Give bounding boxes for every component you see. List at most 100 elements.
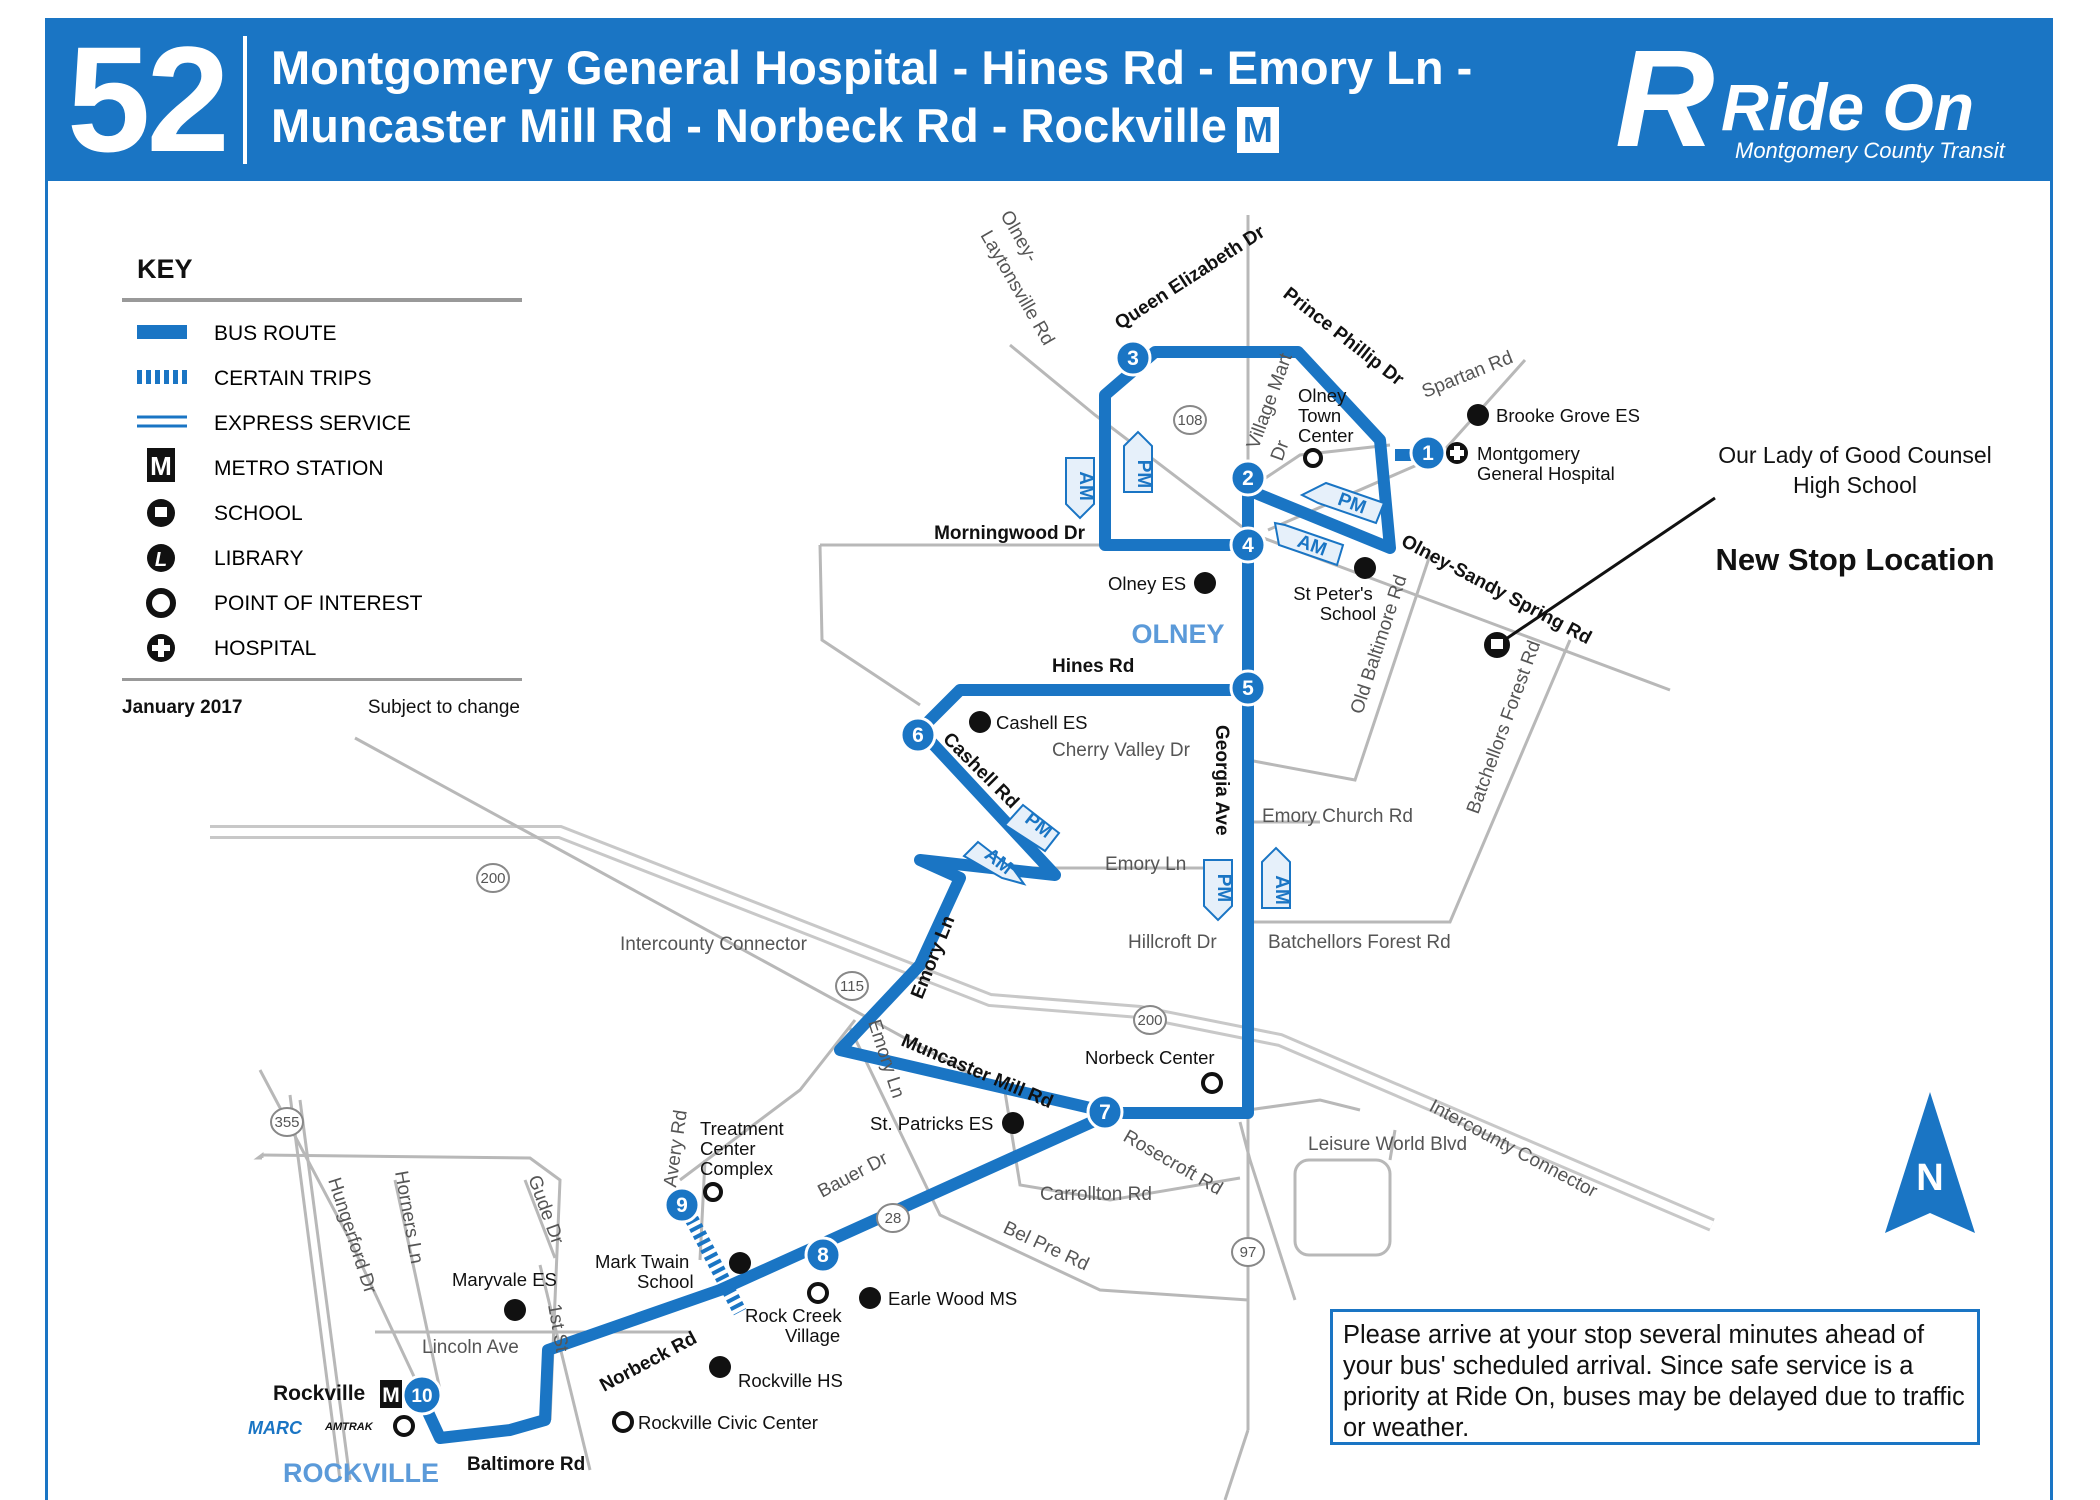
school-icon [1354,557,1376,579]
bus-route-line [414,346,1432,1444]
svg-text:PM: PM [1133,460,1154,489]
point-of-interest-icon [146,588,176,618]
svg-text:School: School [1320,603,1377,624]
svg-text:1: 1 [1422,442,1434,465]
map-key: KEY BUS ROUTE CERTAIN TRIPS EXPRESS SERV… [122,254,522,718]
shield-97: 97 [1231,1237,1265,1267]
svg-text:Village Mart: Village Mart [1243,350,1297,452]
arrival-notice: Please arrive at your stop several minut… [1330,1309,1980,1445]
svg-text:M: M [150,451,172,481]
svg-text:108: 108 [1177,412,1202,429]
svg-text:Village: Village [785,1325,840,1346]
key-title: KEY [137,254,193,284]
svg-text:200: 200 [1137,1012,1162,1029]
stop-4[interactable]: 4 [1229,526,1267,564]
stop-5[interactable]: 5 [1229,669,1267,707]
school-icon [1467,404,1489,426]
svg-text:Spartan Rd: Spartan Rd [1419,347,1516,402]
svg-text:Cherry Valley Dr: Cherry Valley Dr [1052,740,1191,761]
shield-108: 108 [1173,405,1207,435]
stop-7[interactable]: 7 [1086,1093,1124,1131]
svg-text:Morningwood Dr: Morningwood Dr [934,523,1086,544]
point-of-interest-icon [1303,448,1323,468]
svg-text:Rockville: Rockville [273,1382,365,1405]
stop-2[interactable]: 2 [1229,459,1267,497]
school-icon [729,1252,751,1274]
stop-9[interactable]: 9 [663,1186,701,1224]
olney-label: OLNEY [1131,619,1224,649]
svg-text:Norbeck Center: Norbeck Center [1085,1047,1215,1068]
svg-text:115: 115 [840,978,864,995]
key-note: Subject to change [368,697,520,718]
school-icon [504,1299,526,1321]
svg-text:Georgia Ave: Georgia Ave [1211,725,1232,836]
metro-icon: M [1236,106,1279,153]
svg-text:5: 5 [1242,677,1254,700]
logo-title: Ride On [1721,70,1975,144]
amtrak-logo-icon: AMTRAK [324,1421,374,1433]
key-item-point-of-interest: POINT OF INTEREST [214,592,423,615]
stop-1[interactable]: 1 [1409,434,1447,472]
svg-text:Center: Center [1298,425,1354,446]
svg-text:Rockville Civic Center: Rockville Civic Center [638,1412,818,1433]
svg-text:Bauer Dr: Bauer Dr [814,1148,892,1203]
svg-text:Batchellors Forest Rd: Batchellors Forest Rd [1268,932,1451,953]
svg-text:10: 10 [411,1386,432,1407]
logo-subtitle: Montgomery County Transit [1735,138,2005,163]
svg-text:Norbeck Rd: Norbeck Rd [596,1328,700,1397]
new-stop-school-label: Our Lady of Good Counsel High School [1718,442,1992,498]
svg-text:Rock Creek: Rock Creek [745,1305,842,1326]
route-number: 52 [67,15,230,183]
svg-text:L: L [155,549,167,571]
svg-text:Treatment: Treatment [700,1118,784,1139]
svg-text:Bel Pre Rd: Bel Pre Rd [1000,1217,1092,1275]
svg-text:Dr: Dr [1267,437,1294,464]
shield-200-east: 200 [1133,1005,1167,1035]
stop-6[interactable]: 6 [899,716,937,754]
svg-text:Olney ES: Olney ES [1108,573,1186,594]
bus-route-swatch [137,325,187,339]
certain-trips-segment [681,1208,747,1316]
key-item-school: SCHOOL [214,502,303,525]
svg-text:M: M [382,1384,400,1407]
stop-8[interactable]: 8 [804,1236,842,1274]
route-shields: 108 200 200 115 28 97 355 [270,405,1265,1267]
svg-text:Town: Town [1298,405,1341,426]
svg-text:Lincoln Ave: Lincoln Ave [422,1337,519,1358]
school-icon [859,1287,881,1309]
svg-text:Prince Phillip Dr: Prince Phillip Dr [1279,283,1408,390]
school-icon [969,711,991,733]
point-of-interest-icon [807,1282,829,1304]
key-item-hospital: HOSPITAL [214,637,316,660]
svg-text:School: School [637,1271,694,1292]
school-icon [709,1356,731,1378]
point-of-interest-icon [393,1415,415,1437]
svg-text:Brooke Grove ES: Brooke Grove ES [1496,405,1640,426]
ride-on-logo-icon: R [1615,22,1715,176]
new-stop-location-label: New Stop Location [1715,542,1995,577]
svg-text:Cashell ES: Cashell ES [996,712,1088,733]
svg-text:Rockville HS: Rockville HS [738,1370,843,1391]
new-stop-marker [1484,496,1716,658]
svg-text:AMTRAK: AMTRAK [324,1421,374,1433]
key-item-certain-trips: CERTAIN TRIPS [214,367,372,390]
svg-text:Mark Twain: Mark Twain [595,1251,689,1272]
stop-10[interactable]: 10 [401,1374,443,1416]
svg-text:355: 355 [274,1114,299,1131]
svg-text:Hillcroft Dr: Hillcroft Dr [1128,932,1217,953]
svg-text:9: 9 [676,1194,688,1217]
svg-text:Maryvale ES: Maryvale ES [452,1269,557,1290]
svg-text:Carrollton Rd: Carrollton Rd [1040,1184,1152,1205]
key-item-metro-station: METRO STATION [214,457,384,480]
bus-stops: 1 2 3 4 5 6 7 8 9 10 [401,339,1447,1416]
svg-text:Hines Rd: Hines Rd [1052,656,1134,677]
svg-text:St. Patricks ES: St. Patricks ES [870,1113,993,1134]
shield-200-west: 200 [476,863,510,893]
metro-station-icon [380,1380,402,1408]
svg-text:200: 200 [480,870,505,887]
route-title-line2: Muncaster Mill Rd - Norbeck Rd - Rockvil… [271,98,1279,153]
places: Olney Town Center Brooke Grove ES Montgo… [248,385,1640,1488]
stop-3[interactable]: 3 [1114,339,1152,377]
svg-text:Olney-Sandy Spring Rd: Olney-Sandy Spring Rd [1398,531,1595,649]
svg-text:Center: Center [700,1138,756,1159]
